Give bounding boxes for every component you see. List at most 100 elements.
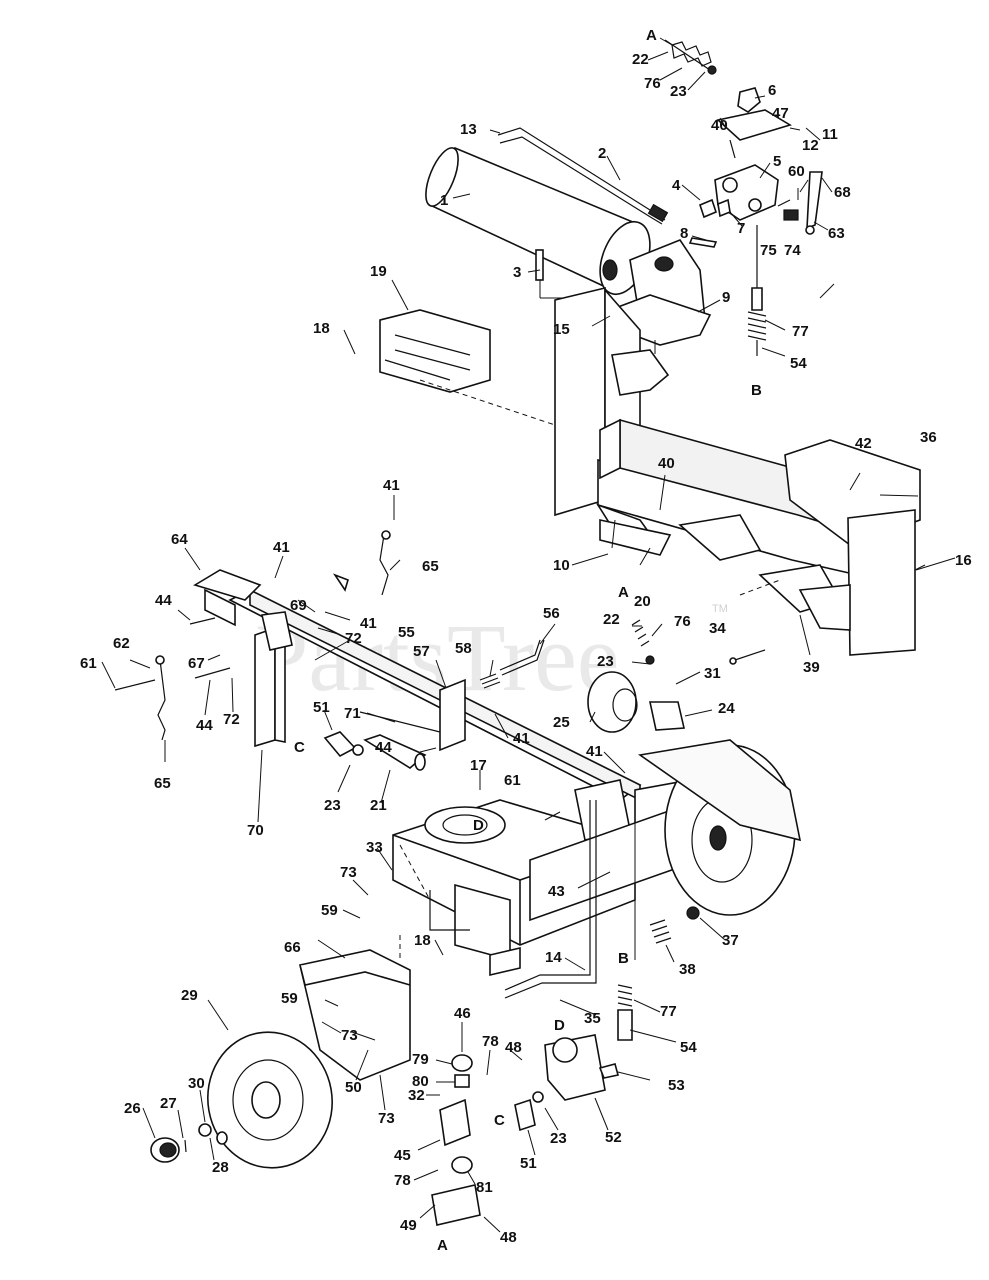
callout-68: 68 [834, 184, 851, 201]
callout-41-frame: 41 [586, 743, 603, 760]
pin-34 [729, 649, 766, 665]
marker-c-lower: C [494, 1112, 505, 1129]
callout-71: 71 [344, 705, 361, 722]
callout-44-left: 44 [155, 592, 172, 609]
callout-60: 60 [788, 163, 805, 180]
callout-24: 24 [718, 700, 735, 717]
callout-40-beam: 40 [658, 455, 675, 472]
marker-d-pump: D [554, 1017, 565, 1034]
spring-a-lower-22 [631, 619, 655, 665]
callout-21: 21 [370, 797, 387, 814]
callout-28: 28 [212, 1159, 229, 1176]
callout-64: 64 [171, 531, 188, 548]
callout-36: 36 [920, 429, 937, 446]
beam-wedge [678, 439, 921, 656]
valve-fittings [688, 198, 799, 248]
callout-79: 79 [412, 1051, 429, 1068]
callout-75: 75 [760, 242, 777, 259]
callout-45: 45 [394, 1147, 411, 1164]
callout-81: 81 [476, 1179, 493, 1196]
marker-a-mid: A [618, 584, 629, 601]
callout-12: 12 [802, 137, 819, 154]
callout-77-lower: 77 [660, 1003, 677, 1020]
callout-39: 39 [803, 659, 820, 676]
callout-44-lower: 44 [196, 717, 213, 734]
callout-76-top: 76 [644, 75, 661, 92]
callout-8: 8 [680, 225, 688, 242]
stand-leg [429, 883, 521, 977]
beam-side-plate-19 [379, 309, 491, 393]
filter-25 [587, 671, 638, 733]
callout-62: 62 [113, 635, 130, 652]
callout-48-top: 48 [505, 1039, 522, 1056]
callout-77-top: 77 [792, 323, 809, 340]
callout-41-bracket: 41 [513, 730, 530, 747]
callout-2: 2 [598, 145, 606, 162]
callout-20: 20 [634, 593, 651, 610]
callout-5: 5 [773, 153, 781, 170]
callout-33: 33 [366, 839, 383, 856]
control-valve [714, 87, 792, 221]
callout-23-left: 23 [324, 797, 341, 814]
callout-80: 80 [412, 1073, 429, 1090]
callout-51-lower: 51 [520, 1155, 537, 1172]
callout-41-hitch: 41 [273, 539, 290, 556]
hydraulic-hose [497, 127, 669, 225]
callout-74: 74 [784, 242, 801, 259]
callout-49: 49 [400, 1217, 417, 1234]
gear-pump-52 [544, 1034, 619, 1101]
callout-61-left: 61 [80, 655, 97, 672]
callout-27: 27 [160, 1095, 177, 1112]
wheel-hardware [184, 1123, 228, 1153]
callout-23-top: 23 [670, 83, 687, 100]
callout-53: 53 [668, 1077, 685, 1094]
callout-41-chain: 41 [383, 477, 400, 494]
callout-73-top: 73 [340, 864, 357, 881]
callout-72-bar: 72 [345, 630, 362, 647]
marker-c-left: C [294, 739, 305, 756]
hose-fitting-51-left [323, 731, 364, 758]
hub-cap-26 [150, 1137, 180, 1163]
callout-40-top: 40 [711, 117, 728, 134]
callout-16: 16 [955, 552, 972, 569]
hitch-bracket [193, 569, 262, 627]
callout-56: 56 [543, 605, 560, 622]
callout-26: 26 [124, 1100, 141, 1117]
safety-chain-left [155, 655, 166, 741]
callout-78-top: 78 [482, 1033, 499, 1050]
callout-58: 58 [455, 640, 472, 657]
callout-41-bar: 41 [360, 615, 377, 632]
callout-11: 11 [822, 126, 838, 143]
callout-73-lower: 73 [378, 1110, 395, 1127]
spring-b-upper [747, 225, 767, 356]
callout-4: 4 [672, 177, 681, 194]
callout-48-bottom: 48 [500, 1229, 517, 1246]
leader-lines [101, 37, 956, 1233]
callout-6: 6 [768, 82, 776, 99]
callout-61-frame: 61 [504, 772, 521, 789]
callout-66: 66 [284, 939, 301, 956]
marker-b-top: B [751, 382, 762, 399]
callout-65-left: 65 [154, 775, 171, 792]
callout-3: 3 [513, 264, 521, 281]
callout-34: 34 [709, 620, 726, 637]
callout-52: 52 [605, 1129, 622, 1146]
callout-44-bar: 44 [375, 739, 392, 756]
callout-54-lower: 54 [680, 1039, 697, 1056]
spring-b-lower [617, 984, 633, 1041]
callout-38: 38 [679, 961, 696, 978]
return-hose-35 [504, 800, 597, 999]
left-wheel-29 [207, 1031, 333, 1169]
adapter-24 [649, 701, 685, 731]
callout-22-top: 22 [632, 51, 649, 68]
callout-50: 50 [345, 1079, 362, 1096]
hitch-pins [114, 573, 349, 691]
callout-57: 57 [413, 643, 430, 660]
spring-38 [649, 906, 700, 944]
callout-67: 67 [188, 655, 205, 672]
callout-59-lower: 59 [281, 990, 298, 1007]
marker-a-bottom: A [437, 1237, 448, 1254]
callout-labels: 1 2 3 4 5 6 7 8 9 10 11 12 13 14 15 16 1… [80, 51, 972, 1246]
callout-7: 7 [737, 220, 745, 237]
